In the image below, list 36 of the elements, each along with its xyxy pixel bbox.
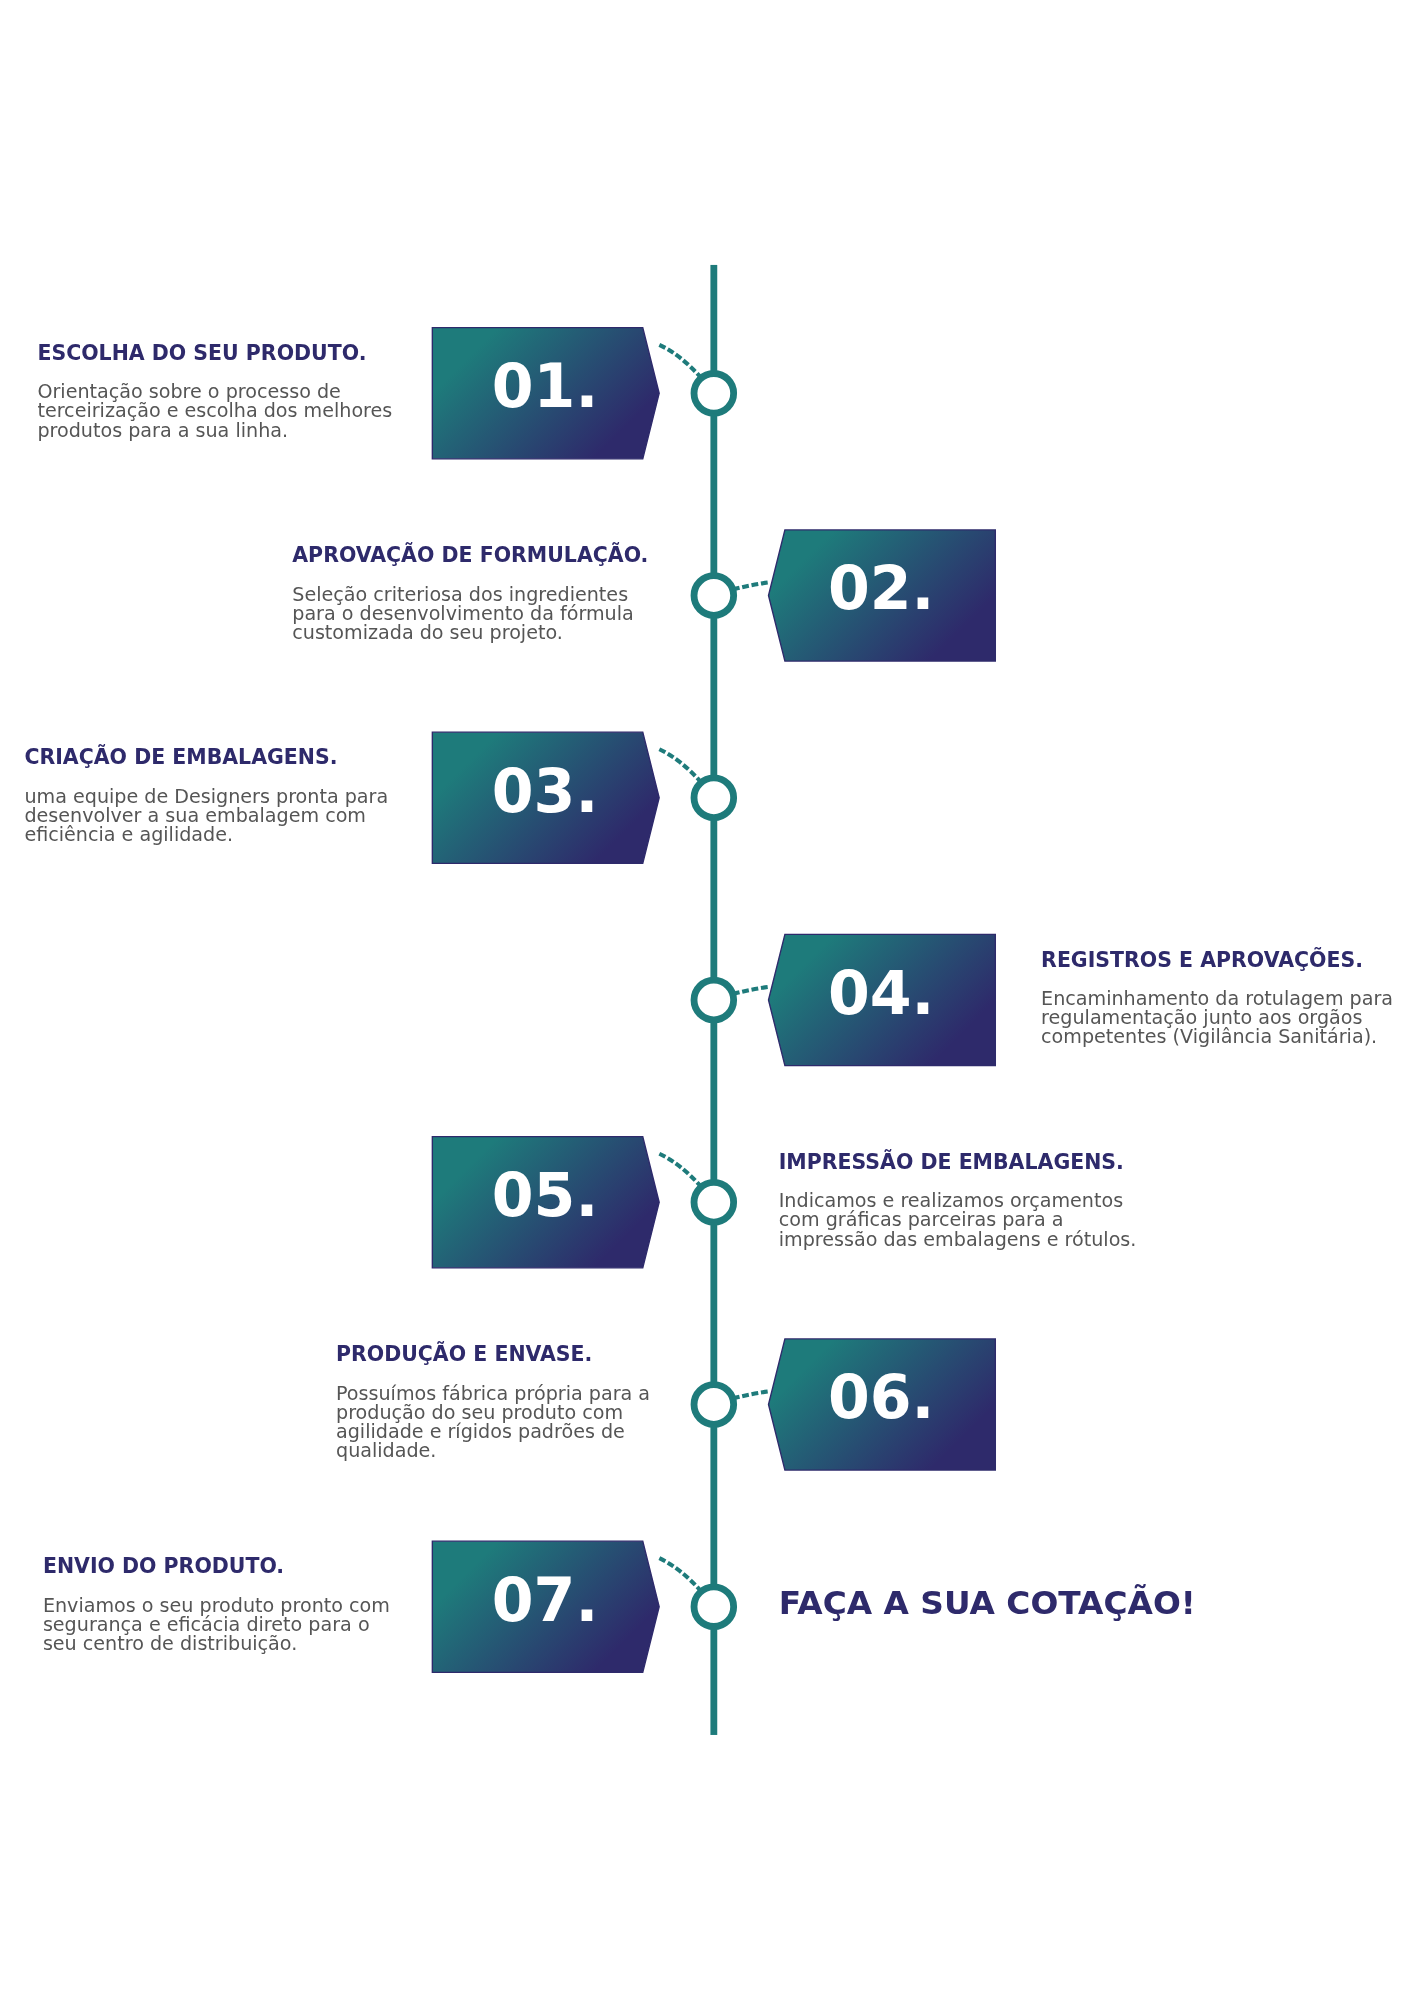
node-label: Possuímos fábrica própria para a produção do seu produto com agilidade e rígidos padrões de qualidade. xyxy=(336,1381,651,1463)
connector xyxy=(658,1556,703,1593)
label: FAÇA A SUA COTAÇÃO! xyxy=(778,1583,1196,1622)
node-label: APROVAÇÃO DE FORMULAÇÃO. xyxy=(292,543,649,568)
node-circle xyxy=(690,1179,738,1226)
node-circle xyxy=(690,774,738,821)
node-label: ENVIO DO PRODUTO. xyxy=(42,1554,285,1579)
connector xyxy=(710,817,718,980)
connector xyxy=(710,1424,718,1587)
connector xyxy=(710,1222,718,1385)
node-label: Seleção criteriosa dos ingredientes para o desenvolvimento da fórmula customizada do seu projeto. xyxy=(292,582,634,644)
node-label: PRODUÇÃO E ENVASE. xyxy=(336,1342,593,1367)
connector xyxy=(658,1151,703,1189)
node-label: Indicamos e realizamos orçamentos com gráficas parceiras para a impressão das embalagens e rótulos. xyxy=(778,1189,1137,1251)
node-circle xyxy=(690,976,738,1024)
connector xyxy=(658,747,703,784)
node-label: ESCOLHA DO SEU PRODUTO. xyxy=(37,340,367,365)
node-label: CRIAÇÃO DE EMBALAGENS. xyxy=(24,745,338,770)
node-label: REGISTROS E APROVAÇÕES. xyxy=(1041,947,1364,972)
connector xyxy=(710,264,718,374)
node-label: Orientação sobre o processo de terceirização e escolha dos melhores produtos para a sua linha. xyxy=(37,380,393,442)
node-label: Enviamos o seu produto pronto com segurança e eficácia direto para o seu centro de distribuição. xyxy=(42,1593,390,1656)
connector xyxy=(658,342,703,380)
connector xyxy=(710,413,718,576)
node-label: uma equipe de Designers pronta para desenvolver a sua embalagem com eficiência e agilidade. xyxy=(24,784,389,847)
connector xyxy=(710,1020,718,1182)
node-circle xyxy=(690,1381,738,1428)
node-circle xyxy=(690,572,738,619)
connector xyxy=(732,984,769,996)
node-circle xyxy=(690,370,738,417)
node-label: IMPRESSÃO DE EMBALAGENS. xyxy=(778,1149,1124,1174)
node-circle xyxy=(690,1583,738,1630)
connector xyxy=(732,580,769,592)
connector xyxy=(732,1389,769,1401)
node-label: Encaminhamento da rotulagem para regulamentação junto aos orgãos competentes (Vigilância Sanitária). xyxy=(1041,987,1394,1049)
connector xyxy=(710,615,718,778)
